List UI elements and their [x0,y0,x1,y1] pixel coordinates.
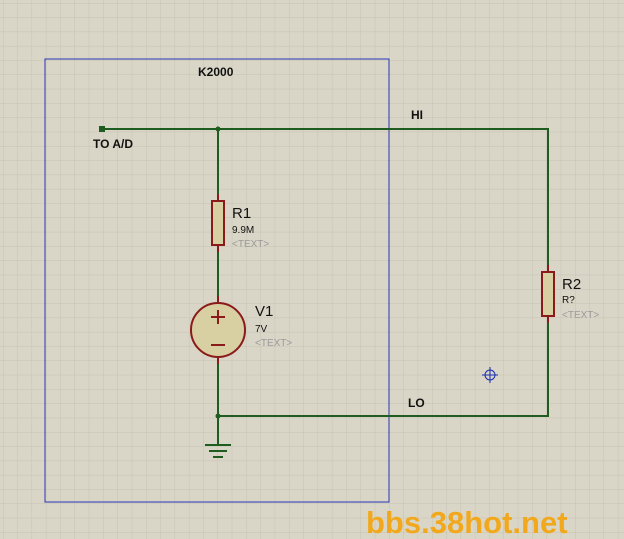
terminal-to-ad[interactable] [99,126,105,132]
v1-text: <TEXT> [255,338,292,349]
k2000-label: K2000 [198,65,234,79]
resistor-r2[interactable] [541,271,555,317]
resistor-r1-body[interactable] [211,200,225,246]
wire-hi[interactable] [102,128,549,272]
component-leads [217,194,549,364]
r2-name: R2 [562,276,581,293]
v1-value: 7V [255,324,268,335]
net-label-lo: LO [408,396,425,410]
watermark: bbs.38hot.net [366,505,568,539]
junction-dot-top [215,126,221,132]
k2000-box[interactable] [44,58,390,503]
ground-icon[interactable] [205,444,231,458]
voltage-source-v1[interactable] [190,302,246,358]
net-label-hi: HI [411,108,423,122]
voltage-source-v1-body[interactable] [190,302,246,358]
wires[interactable] [102,128,549,445]
wire-lo[interactable] [218,316,549,417]
origin-crosshair-icon[interactable] [482,367,498,383]
r1-value: 9.9M [232,225,254,236]
resistor-r1[interactable] [211,200,225,246]
resistor-r2-body[interactable] [541,271,555,317]
r2-text: <TEXT> [562,310,599,321]
r2-value: R? [562,295,575,306]
net-label-to-ad: TO A/D [93,137,133,151]
v1-name: V1 [255,303,273,320]
r1-text: <TEXT> [232,239,269,250]
junction-dot-bottom [215,413,221,419]
r1-name: R1 [232,205,251,222]
